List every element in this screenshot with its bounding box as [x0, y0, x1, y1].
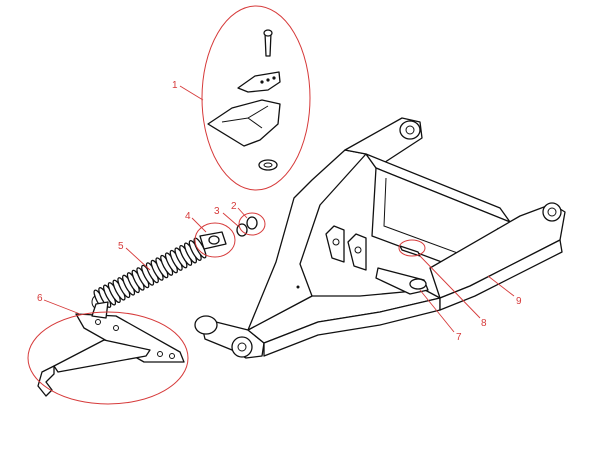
- tension-spring: [91, 237, 207, 311]
- latch-kit: [207, 29, 281, 171]
- group-outline-1: [201, 5, 311, 191]
- leader-9: [487, 275, 515, 297]
- leader-3: [222, 212, 239, 227]
- callout-1: 1: [172, 80, 178, 91]
- leader-6: [43, 299, 81, 315]
- callout-5: 5: [118, 241, 124, 252]
- leader-4: [191, 217, 207, 233]
- leader-8: [419, 255, 481, 319]
- callout-6: 6: [37, 293, 43, 304]
- callout-7: 7: [456, 332, 462, 343]
- leader-7: [419, 289, 455, 333]
- leader-5: [125, 247, 151, 271]
- callout-2: 2: [231, 201, 237, 212]
- callout-3: 3: [214, 206, 220, 217]
- leader-1: [179, 85, 204, 101]
- callout-8: 8: [481, 318, 487, 329]
- callout-9: 9: [516, 296, 522, 307]
- spring-hardware: [199, 216, 258, 250]
- callout-4: 4: [185, 211, 191, 222]
- a-frame: [194, 117, 566, 359]
- bracket-bar: [37, 301, 185, 397]
- group-outline-2: [238, 212, 266, 236]
- leader-2: [237, 207, 248, 219]
- lever-assembly: [375, 245, 429, 295]
- group-outline-6: [27, 311, 189, 405]
- group-outline-8: [398, 239, 426, 257]
- group-outline-4: [194, 222, 236, 258]
